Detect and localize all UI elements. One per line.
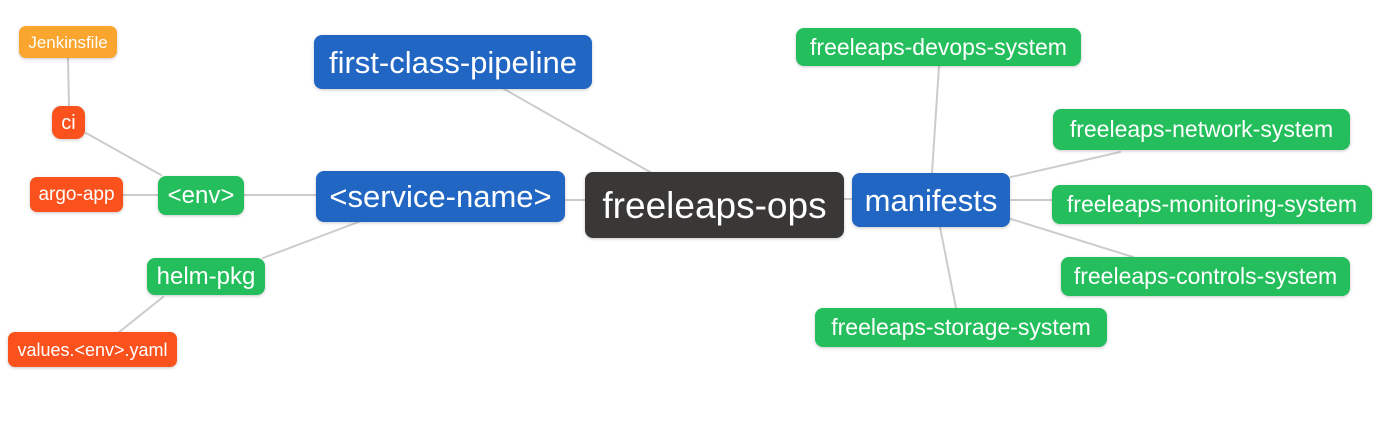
node-service-name[interactable]: <service-name> — [316, 171, 565, 222]
node-values-env-yaml[interactable]: values.<env>.yaml — [8, 332, 177, 367]
node-helm-pkg[interactable]: helm-pkg — [147, 258, 265, 295]
edge-devops-manifests — [931, 65, 940, 174]
edge-values-helm-pkg — [117, 296, 164, 334]
edge-manifests-network — [1010, 151, 1121, 178]
node-first-class-pipeline[interactable]: first-class-pipeline — [314, 35, 592, 89]
edge-first-class-pipeline-root — [503, 88, 651, 173]
node-argo-app[interactable]: argo-app — [30, 177, 123, 212]
node-freeleaps-network-system[interactable]: freeleaps-network-system — [1053, 109, 1350, 150]
node-ci[interactable]: ci — [52, 106, 85, 139]
edge-manifests-storage — [939, 226, 957, 309]
node-freeleaps-monitoring-system[interactable]: freeleaps-monitoring-system — [1052, 185, 1372, 224]
node-freeleaps-ops[interactable]: freeleaps-ops — [585, 172, 844, 238]
edge-jenkinsfile-ci — [67, 57, 70, 107]
node-freeleaps-controls-system[interactable]: freeleaps-controls-system — [1061, 257, 1350, 296]
node-freeleaps-devops-system[interactable]: freeleaps-devops-system — [796, 28, 1081, 66]
node-freeleaps-storage-system[interactable]: freeleaps-storage-system — [815, 308, 1107, 347]
node-jenkinsfile[interactable]: Jenkinsfile — [19, 26, 117, 58]
edge-helm-pkg-service-name — [262, 220, 362, 259]
edge-manifests-controls — [1010, 218, 1134, 258]
edge-ci-env — [85, 132, 162, 176]
node-env[interactable]: <env> — [158, 176, 244, 215]
node-manifests[interactable]: manifests — [852, 173, 1010, 227]
